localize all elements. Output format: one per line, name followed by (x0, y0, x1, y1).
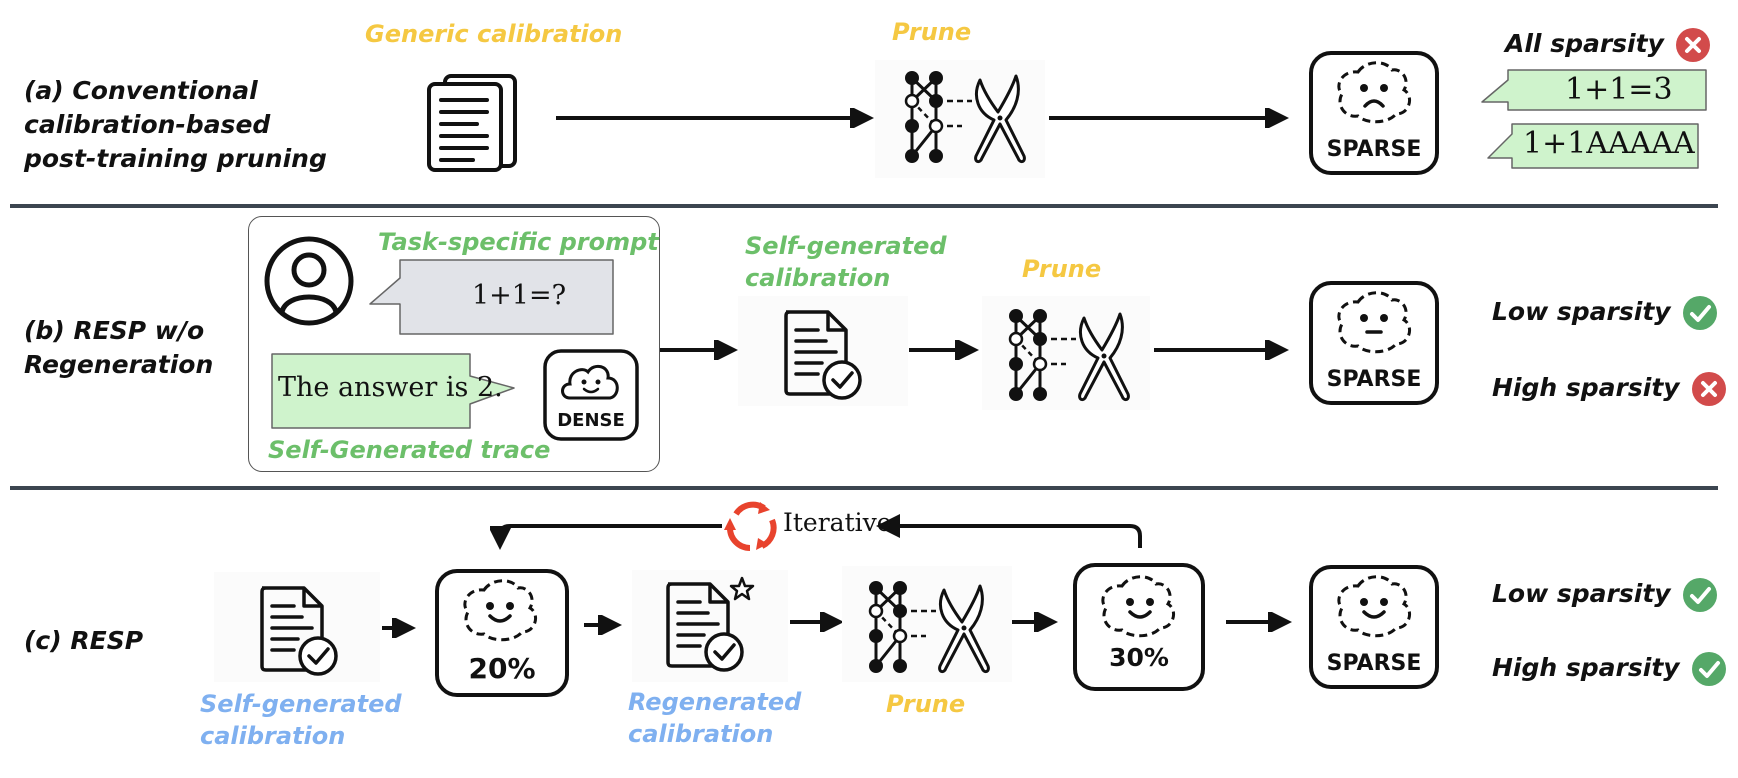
outcome-high-sparsity-c: High sparsity (1492, 652, 1726, 686)
fail-x-icon (1691, 372, 1726, 406)
pass-check-icon (1682, 296, 1717, 330)
caption-line: calibration (628, 720, 774, 748)
caption-line: Self-generated (200, 690, 402, 718)
outcome-label: Low sparsity (1492, 579, 1671, 608)
dense-label: DENSE (557, 410, 625, 431)
dense-model-icon: DENSE (543, 349, 639, 441)
outcome-label: High sparsity (1492, 373, 1680, 402)
outcome-all-sparsity: All sparsity (1505, 28, 1710, 62)
sparse-model-happy-icon: SPARSE (1309, 565, 1439, 689)
self-generated-calibration-caption-c: Self-generated calibration (200, 688, 402, 752)
row-a-label-line: (a) Conventional (24, 76, 258, 105)
outcome-label: High sparsity (1492, 653, 1680, 682)
documents-stack-icon (427, 74, 517, 172)
row-c-label: (c) RESP (24, 624, 143, 658)
prune-network-shears-icon (903, 69, 1026, 165)
iterative-label: Iterative (783, 508, 892, 537)
arrow-prune-to-sparse-a (1049, 108, 1289, 128)
user-avatar-icon (264, 236, 354, 326)
sparse-label: SPARSE (1327, 137, 1422, 162)
arrow-panel-to-calibration (660, 340, 738, 360)
self-generation-panel (248, 216, 660, 472)
caption-line: Self-generated (745, 232, 947, 260)
model-30-label: 30% (1109, 643, 1169, 672)
row-c-label-line: (c) RESP (24, 626, 144, 655)
sparse-label: SPARSE (1327, 651, 1422, 676)
sparse-model-sad-icon: SPARSE (1309, 51, 1439, 175)
output-bubble-1: 1+1=3 (1565, 72, 1673, 107)
arrow-c-3 (790, 612, 844, 632)
iterative-cycle-icon (724, 501, 777, 551)
arrow-prune-to-sparse-b (1154, 340, 1289, 360)
row-divider-1 (10, 204, 1718, 208)
model-30-percent-icon: 30% (1073, 563, 1205, 691)
output-bubble-2: 1+1AAAAA (1523, 126, 1695, 161)
self-generated-trace-caption: Self-Generated trace (268, 436, 551, 464)
generic-calibration-caption: Generic calibration (365, 20, 623, 48)
outcome-label: Low sparsity (1492, 297, 1671, 326)
row-a-label-line: post-training pruning (24, 144, 327, 173)
arrow-calibration-to-prune-b (909, 340, 979, 360)
trace-bubble (271, 353, 515, 429)
document-check-star-icon (666, 576, 755, 672)
self-generated-calibration-caption-b: Self-generated calibration (745, 230, 947, 294)
outcome-low-sparsity-b: Low sparsity (1492, 296, 1717, 330)
trace-text: The answer is 2. (278, 372, 503, 403)
pass-check-icon (1691, 652, 1726, 686)
outcome-low-sparsity-c: Low sparsity (1492, 578, 1717, 612)
row-b-label: (b) RESP w/o Regeneration (24, 314, 213, 382)
document-check-icon (784, 310, 862, 400)
prune-network-shears-icon (867, 579, 990, 675)
row-b-label-line: (b) RESP w/o (24, 316, 205, 345)
model-20-percent-icon: 20% (435, 569, 569, 697)
model-20-label: 20% (468, 652, 535, 685)
prune-caption-a: Prune (892, 18, 972, 46)
caption-line: Regenerated (628, 688, 802, 716)
arrow-c-1 (382, 618, 416, 638)
iterative-loop-arrows (490, 514, 1142, 550)
wrong-output-bubbles (1481, 69, 1707, 169)
regenerated-calibration-caption: Regenerated calibration (628, 686, 801, 750)
prune-caption-b: Prune (1022, 255, 1102, 283)
document-check-icon (260, 586, 338, 676)
prompt-bubble (369, 259, 614, 335)
row-b-label-line: Regeneration (24, 350, 214, 379)
prune-network-shears-icon (1007, 307, 1130, 403)
arrow-c-2 (584, 615, 622, 635)
sparse-model-neutral-icon: SPARSE (1309, 281, 1439, 405)
caption-line: calibration (200, 722, 346, 750)
row-a-label: (a) Conventional calibration-based post-… (24, 74, 327, 176)
arrow-calibration-to-prune (556, 108, 874, 128)
pass-check-icon (1682, 578, 1717, 612)
outcome-label: All sparsity (1505, 29, 1664, 58)
fail-x-icon (1675, 28, 1710, 62)
outcome-high-sparsity-b: High sparsity (1492, 372, 1726, 406)
prune-caption-c: Prune (886, 690, 966, 718)
arrow-c-4 (1012, 612, 1058, 632)
prompt-text: 1+1=? (472, 280, 567, 311)
row-a-label-line: calibration-based (24, 110, 271, 139)
sparse-label: SPARSE (1327, 367, 1422, 392)
arrow-c-5 (1226, 612, 1292, 632)
caption-line: calibration (745, 264, 891, 292)
row-divider-2 (10, 486, 1718, 490)
task-prompt-caption: Task-specific prompt (378, 228, 659, 256)
